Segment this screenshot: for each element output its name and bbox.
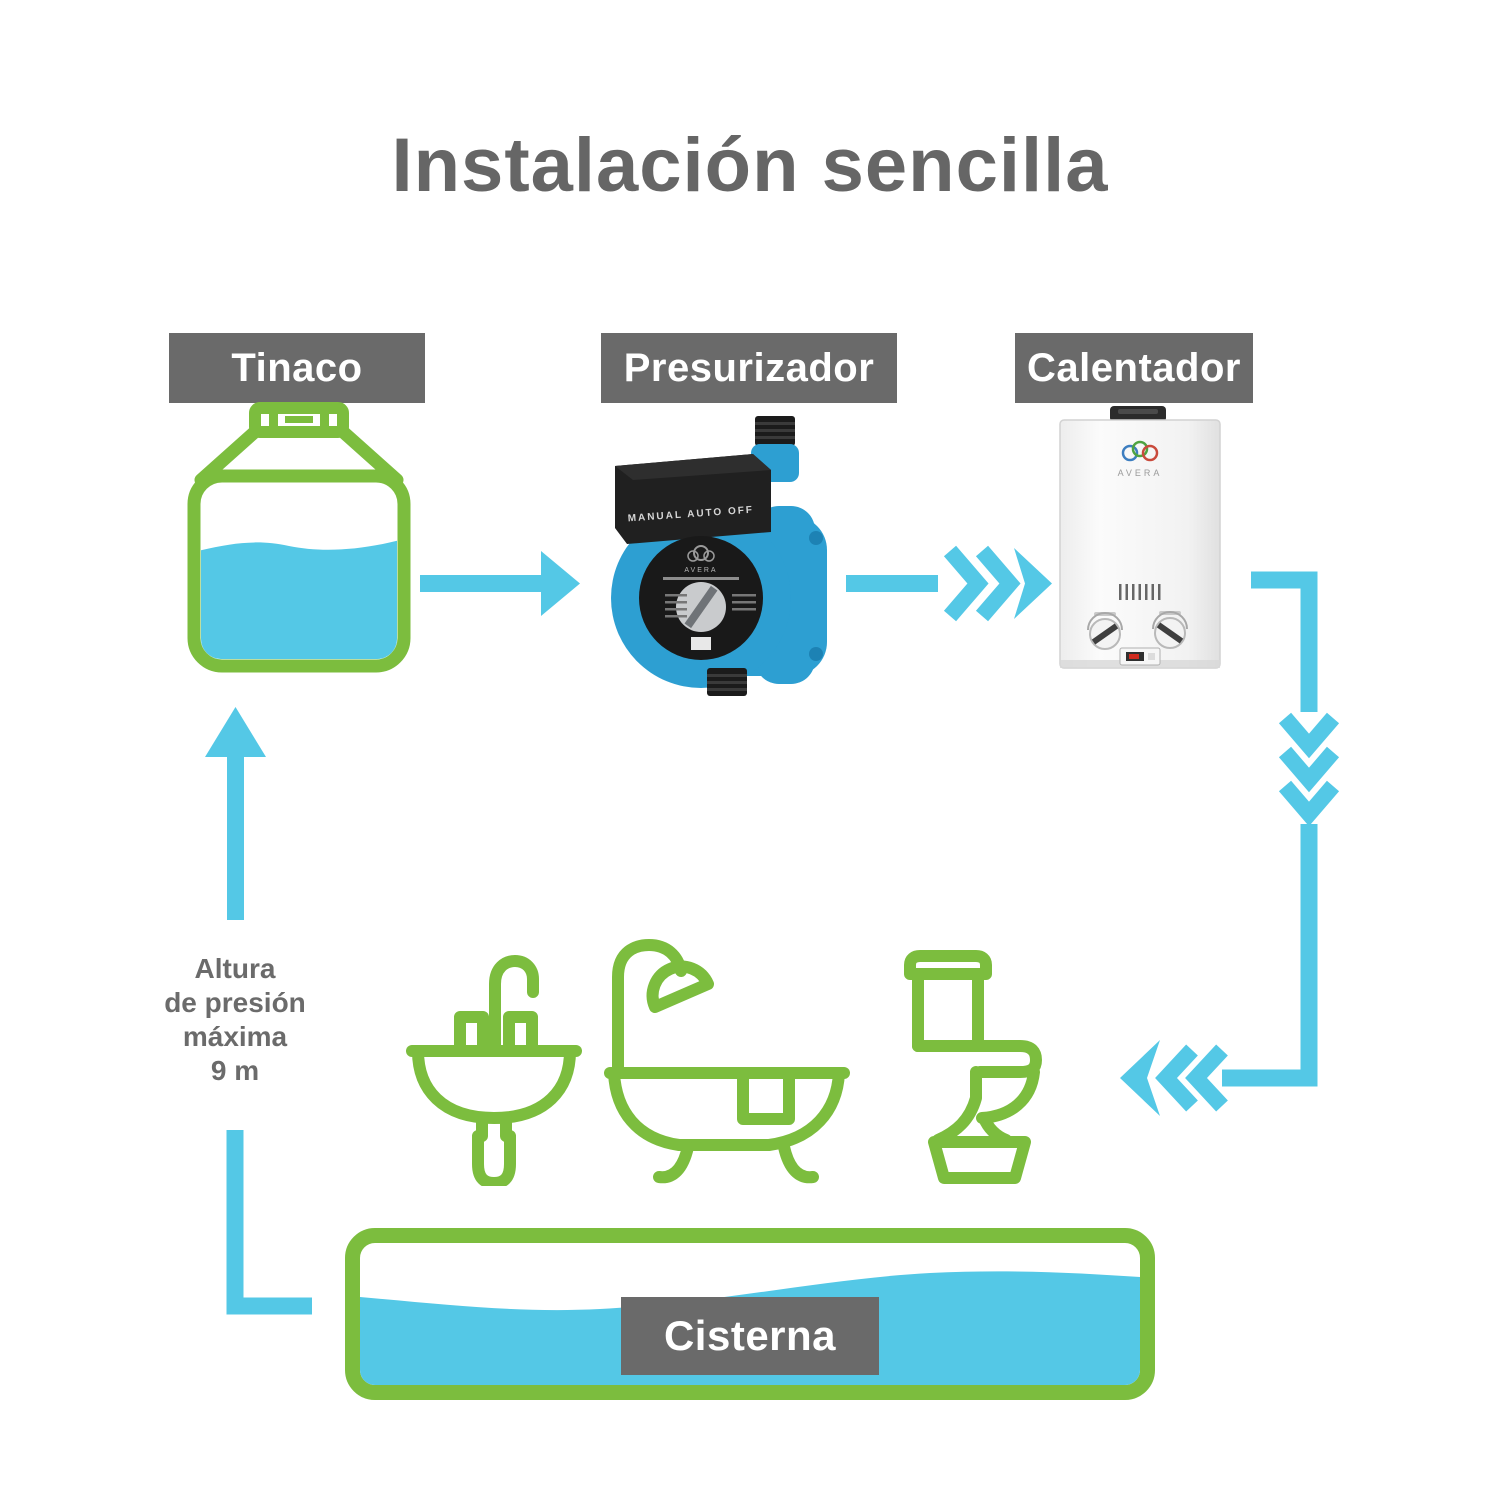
pump-face-label: AVERA xyxy=(639,536,763,660)
pump-brand-text: AVERA xyxy=(684,567,717,574)
note-line: de presión xyxy=(164,987,306,1018)
pressure-height-note: Altura de presión máxima 9 m xyxy=(140,952,330,1088)
pump-label-text: Presurizador xyxy=(623,345,875,390)
tank-water xyxy=(201,539,397,659)
sink-icon xyxy=(406,955,582,1186)
pump-control-box: MANUAL AUTO OFF xyxy=(615,454,771,544)
heater-vent xyxy=(1110,406,1166,422)
note-line: máxima xyxy=(182,1021,288,1052)
note-line: 9 m xyxy=(210,1055,260,1086)
arrow-pump-to-heater-icon xyxy=(846,545,1052,622)
heater-label: Calentador xyxy=(1015,333,1253,403)
cistern-label-text: Cisterna xyxy=(663,1312,837,1359)
note-line: Altura xyxy=(194,953,276,984)
toilet-icon xyxy=(904,950,1042,1184)
tank-label: Tinaco xyxy=(169,333,425,403)
bathtub-icon xyxy=(604,939,850,1184)
arrow-tank-to-pump-icon xyxy=(420,551,580,616)
pipe-cistern-inlet-icon xyxy=(226,1130,312,1315)
pump-label: Presurizador xyxy=(601,333,897,403)
page-title: Instalación sencilla xyxy=(391,123,1109,208)
heater-left-knob xyxy=(1087,612,1123,650)
pump-bottom-port xyxy=(707,668,747,696)
pipe-heater-to-fixtures-icon xyxy=(1120,571,1340,1116)
pressurizer-pump-image: MANUAL AUTO OFF AVERA xyxy=(611,416,827,696)
heater-label-text: Calentador xyxy=(1027,345,1241,390)
heater-right-knob xyxy=(1152,611,1188,649)
tank-label-text: Tinaco xyxy=(231,345,363,390)
arrow-cistern-to-tank-icon xyxy=(205,707,266,920)
cistern-tank: Cisterna xyxy=(345,1228,1155,1400)
heater-vent-slits xyxy=(1119,584,1161,600)
heater-display xyxy=(1119,647,1161,666)
cistern-label: Cisterna xyxy=(621,1297,879,1375)
water-heater-image: AVERA xyxy=(1059,406,1221,669)
heater-brand-text: AVERA xyxy=(1118,468,1163,478)
water-tank-icon xyxy=(187,402,411,673)
heater-brand-logo: AVERA xyxy=(1118,440,1163,478)
